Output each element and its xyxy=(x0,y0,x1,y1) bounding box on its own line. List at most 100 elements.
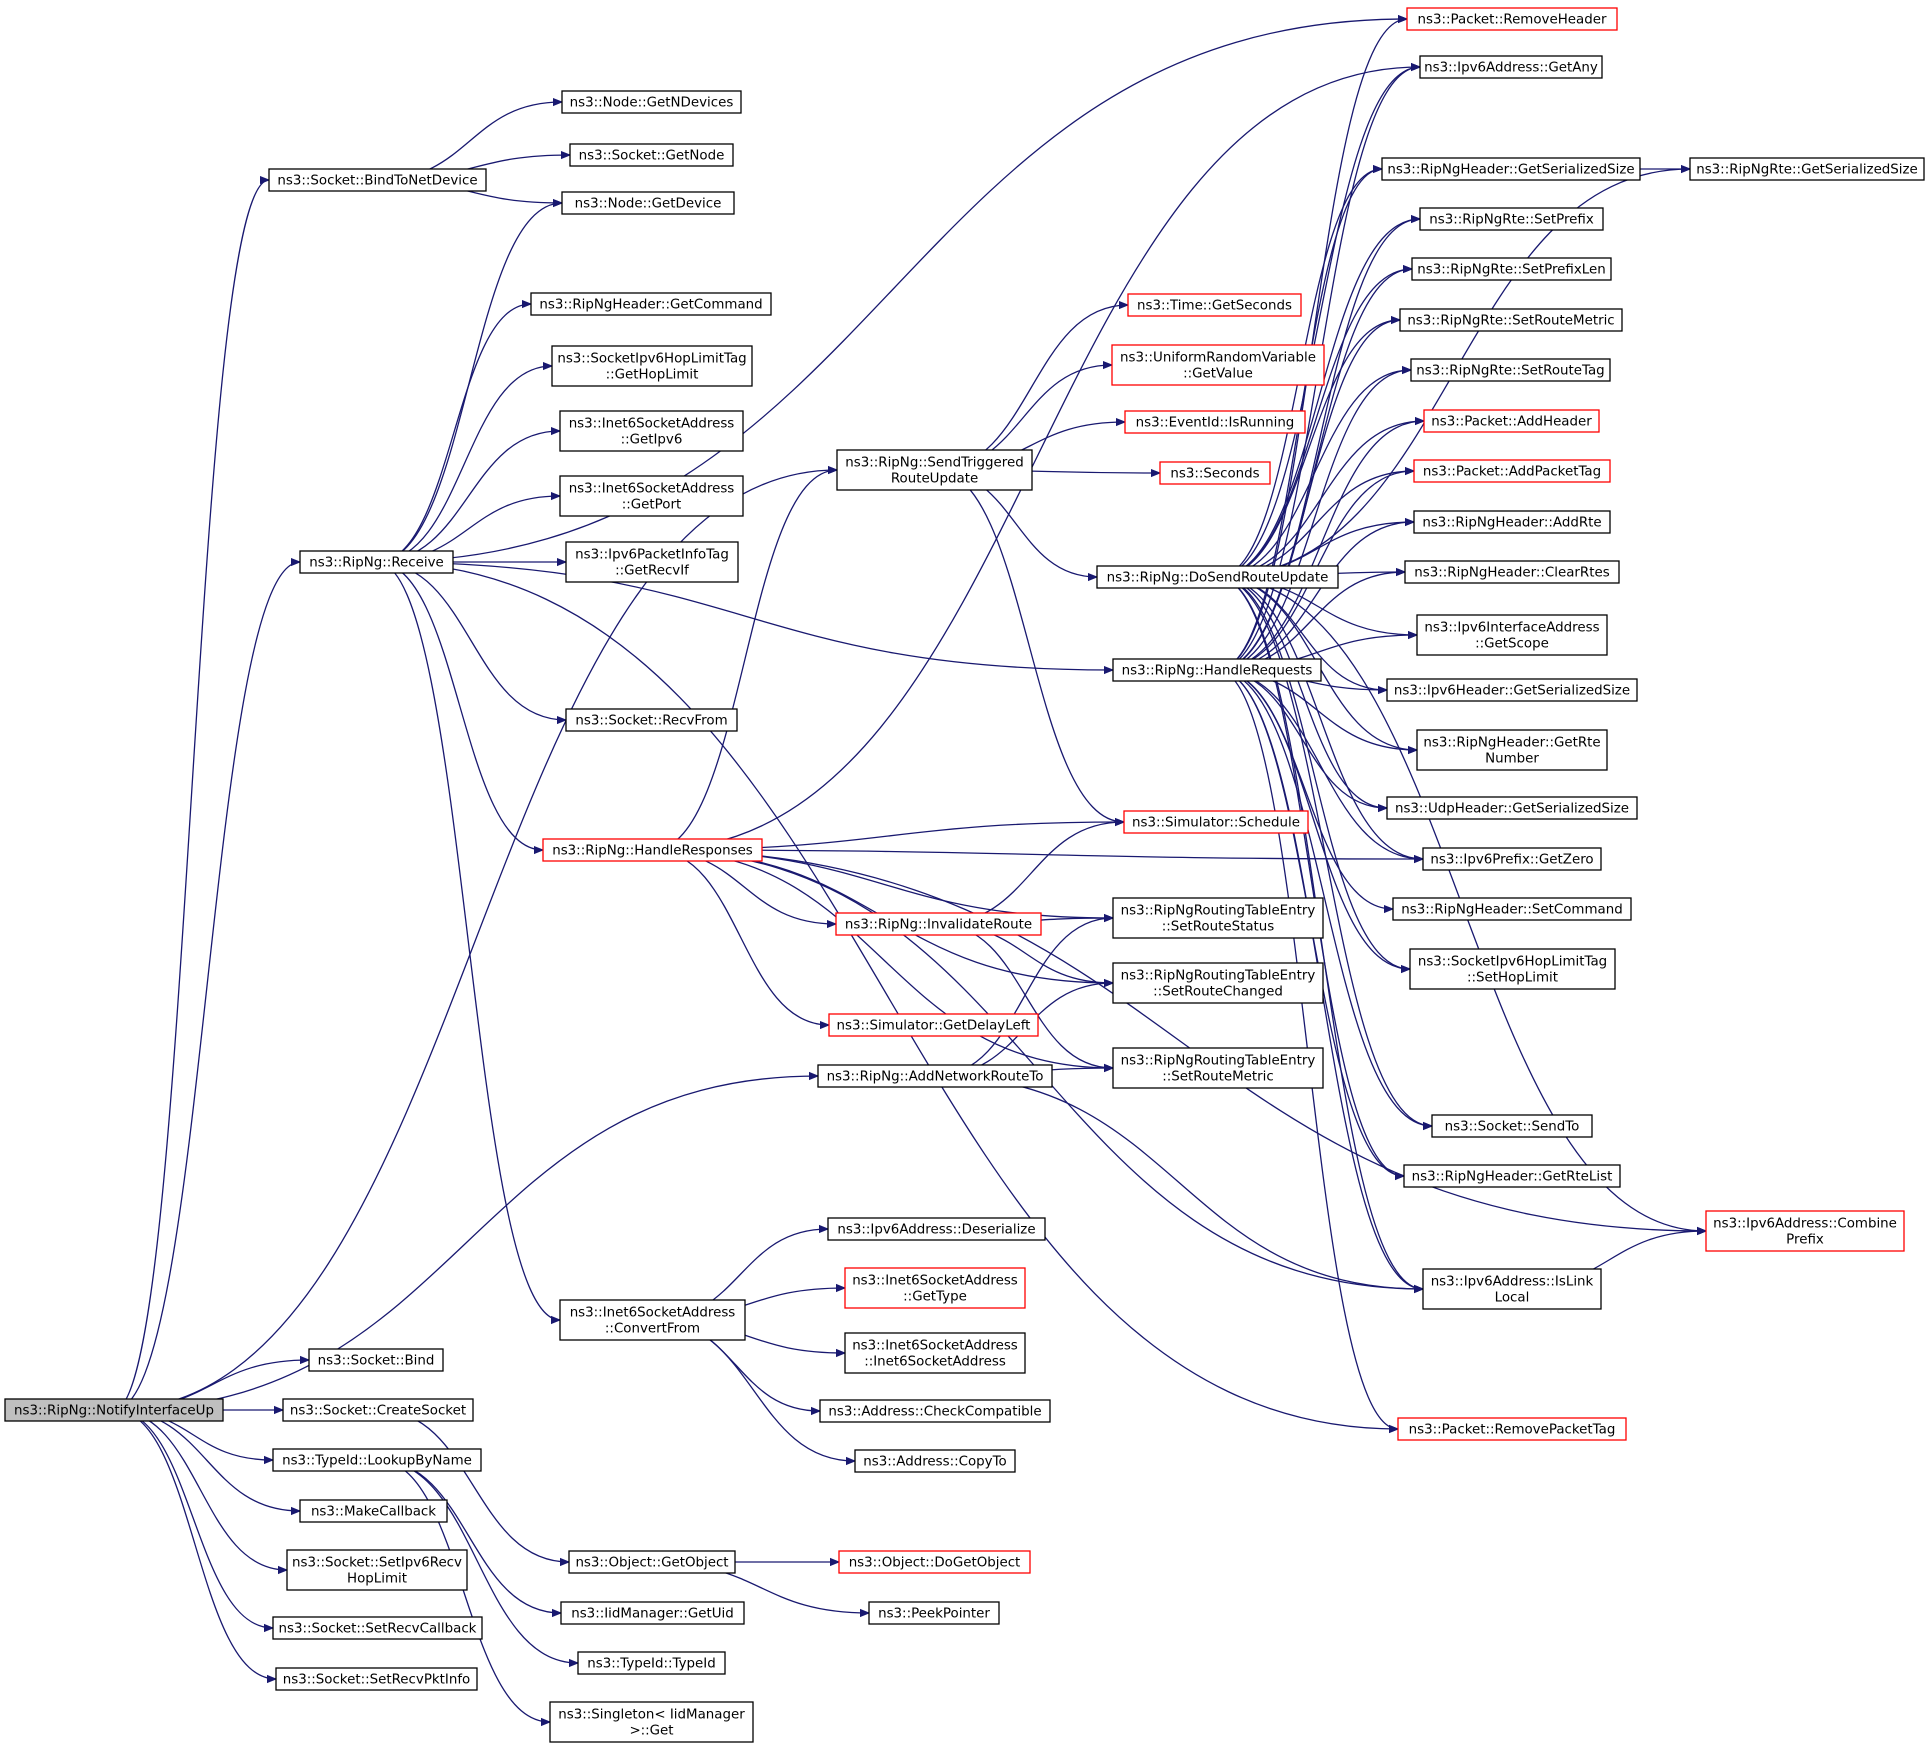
graph-node-n38[interactable]: ns3::Address::CheckCompatible xyxy=(819,1399,1051,1423)
node-label: ns3::Ipv6InterfaceAddress xyxy=(1424,621,1599,636)
graph-node-n12[interactable]: ns3::RipNg::HandleResponses xyxy=(542,838,763,862)
node-label: ::GetValue xyxy=(1183,367,1253,382)
graph-node-n66[interactable]: ns3::RipNgHeader::GetRteList xyxy=(1403,1164,1621,1188)
node-box xyxy=(828,1013,1039,1037)
edge-n27-n64 xyxy=(1216,669,1410,969)
graph-node-n62[interactable]: ns3::Ipv6Prefix::GetZero xyxy=(1422,847,1602,871)
node-label: ns3::Ipv6Address::Combine xyxy=(1713,1217,1897,1232)
graph-node-n10[interactable]: ns3::Ipv6PacketInfoTag::GetRecvIf xyxy=(565,541,739,583)
graph-node-n40[interactable]: ns3::Object::GetObject xyxy=(568,1550,736,1574)
graph-node-n48[interactable]: ns3::RipNgHeader::GetSerializedSize xyxy=(1381,157,1641,181)
graph-node-n7[interactable]: ns3::SocketIpv6HopLimitTag::GetHopLimit xyxy=(551,345,753,387)
graph-node-n42[interactable]: ns3::PeekPointer xyxy=(868,1601,1000,1625)
graph-node-n22[interactable]: ns3::Time::GetSeconds xyxy=(1127,293,1302,317)
graph-node-n43[interactable]: ns3::IidManager::GetUid xyxy=(560,1601,745,1625)
graph-node-n6[interactable]: ns3::RipNgHeader::GetCommand xyxy=(530,292,772,316)
graph-node-n45[interactable]: ns3::Singleton< IidManager>::Get xyxy=(549,1701,754,1743)
graph-node-n53[interactable]: ns3::RipNgRte::SetRouteTag xyxy=(1410,358,1611,382)
graph-node-n55[interactable]: ns3::Packet::AddPacketTag xyxy=(1413,459,1611,483)
graph-node-n44[interactable]: ns3::TypeId::TypeId xyxy=(577,1651,726,1675)
graph-node-n13[interactable]: ns3::Inet6SocketAddress::ConvertFrom xyxy=(559,1299,746,1341)
graph-node-n33[interactable]: ns3::RipNg::AddNetworkRouteTo xyxy=(817,1064,1053,1088)
graph-node-n29[interactable]: ns3::RipNg::InvalidateRoute xyxy=(835,912,1042,936)
graph-node-n63[interactable]: ns3::RipNgHeader::SetCommand xyxy=(1392,897,1632,921)
node-box xyxy=(559,1299,746,1341)
graph-node-n61[interactable]: ns3::UdpHeader::GetSerializedSize xyxy=(1386,796,1638,820)
graph-node-n54[interactable]: ns3::Packet::AddHeader xyxy=(1423,409,1600,433)
graph-node-n31[interactable]: ns3::RipNgRoutingTableEntry::SetRouteCha… xyxy=(1112,962,1324,1004)
graph-node-n8[interactable]: ns3::Inet6SocketAddress::GetIpv6 xyxy=(559,410,744,452)
node-label: ns3::RipNg::NotifyInterfaceUp xyxy=(14,1404,214,1419)
node-label: ns3::RipNgHeader::GetRteList xyxy=(1412,1170,1613,1185)
node-label: ns3::RipNgRte::SetPrefixLen xyxy=(1417,263,1605,278)
graph-node-n37[interactable]: ns3::Inet6SocketAddress::Inet6SocketAddr… xyxy=(844,1332,1026,1374)
graph-node-n4[interactable]: ns3::Node::GetDevice xyxy=(561,191,735,215)
graph-node-n69[interactable]: ns3::Packet::RemovePacketTag xyxy=(1397,1417,1627,1441)
node-label: ns3::Node::GetDevice xyxy=(575,197,722,212)
node-box xyxy=(565,708,738,732)
graph-node-n28[interactable]: ns3::Simulator::Schedule xyxy=(1123,810,1309,834)
graph-node-n27[interactable]: ns3::RipNg::HandleRequests xyxy=(1112,658,1322,682)
graph-node-n47[interactable]: ns3::Ipv6Address::GetAny xyxy=(1419,55,1603,79)
graph-node-n65[interactable]: ns3::Socket::SendTo xyxy=(1431,1114,1593,1138)
edge-n27-n54 xyxy=(1216,421,1424,671)
node-label: ns3::Object::DoGetObject xyxy=(849,1556,1021,1571)
graph-node-n25[interactable]: ns3::Seconds xyxy=(1159,461,1271,485)
node-label: Prefix xyxy=(1786,1233,1824,1248)
graph-node-n41[interactable]: ns3::Object::DoGetObject xyxy=(838,1550,1031,1574)
graph-node-n49[interactable]: ns3::RipNgRte::GetSerializedSize xyxy=(1689,157,1925,181)
graph-node-n64[interactable]: ns3::SocketIpv6HopLimitTag::SetHopLimit xyxy=(1409,948,1616,990)
graph-node-n50[interactable]: ns3::RipNgRte::SetPrefix xyxy=(1419,207,1604,231)
graph-node-n34[interactable]: ns3::RipNgRoutingTableEntry::SetRouteMet… xyxy=(1112,1047,1324,1089)
graph-node-n30[interactable]: ns3::RipNgRoutingTableEntry::SetRouteSta… xyxy=(1112,897,1324,939)
graph-node-n46[interactable]: ns3::Packet::RemoveHeader xyxy=(1406,7,1618,31)
graph-node-n59[interactable]: ns3::Ipv6Header::GetSerializedSize xyxy=(1386,678,1638,702)
edge-n12-n47 xyxy=(652,67,1421,851)
graph-node-n57[interactable]: ns3::RipNgHeader::ClearRtes xyxy=(1404,560,1620,584)
edge-n16-n45 xyxy=(376,1459,550,1722)
graph-node-n19[interactable]: ns3::Socket::SetRecvCallback xyxy=(272,1616,483,1640)
graph-node-n32[interactable]: ns3::Simulator::GetDelayLeft xyxy=(828,1013,1039,1037)
graph-node-n5[interactable]: ns3::RipNg::Receive xyxy=(299,550,454,574)
node-label: ns3::RipNgHeader::ClearRtes xyxy=(1414,566,1609,581)
node-label: ::ConvertFrom xyxy=(605,1322,700,1337)
graph-node-n51[interactable]: ns3::RipNgRte::SetPrefixLen xyxy=(1411,257,1612,281)
graph-node-n0[interactable]: ns3::RipNg::NotifyInterfaceUp xyxy=(4,1398,224,1422)
edge-n27-n52 xyxy=(1216,320,1400,671)
node-box xyxy=(542,838,763,862)
edge-n12-n21 xyxy=(652,470,838,851)
graph-node-n16[interactable]: ns3::TypeId::LookupByName xyxy=(272,1448,482,1472)
graph-node-n35[interactable]: ns3::Ipv6Address::Deserialize xyxy=(827,1217,1046,1241)
graph-node-n9[interactable]: ns3::Inet6SocketAddress::GetPort xyxy=(559,475,744,517)
graph-node-n36[interactable]: ns3::Inet6SocketAddress::GetType xyxy=(844,1267,1026,1309)
graph-node-n24[interactable]: ns3::EventId::IsRunning xyxy=(1124,410,1306,434)
graph-node-n17[interactable]: ns3::MakeCallback xyxy=(299,1499,448,1523)
node-label: ns3::Socket::RecvFrom xyxy=(575,714,727,729)
graph-node-n58[interactable]: ns3::Ipv6InterfaceAddress::GetScope xyxy=(1416,614,1608,656)
edge-n27-n56 xyxy=(1216,522,1414,671)
node-box xyxy=(272,1448,482,1472)
node-box xyxy=(565,541,739,583)
edge-n26-n47 xyxy=(1217,67,1421,578)
graph-node-n15[interactable]: ns3::Socket::CreateSocket xyxy=(282,1398,474,1422)
node-label: ns3::Time::GetSeconds xyxy=(1137,299,1292,314)
graph-node-n52[interactable]: ns3::RipNgRte::SetRouteMetric xyxy=(1399,308,1623,332)
graph-node-n2[interactable]: ns3::Node::GetNDevices xyxy=(561,90,742,114)
graph-node-n23[interactable]: ns3::UniformRandomVariable::GetValue xyxy=(1111,344,1325,386)
graph-node-n56[interactable]: ns3::RipNgHeader::AddRte xyxy=(1413,510,1611,534)
node-label: ns3::Inet6SocketAddress xyxy=(569,417,735,432)
node-label: ns3::Inet6SocketAddress xyxy=(569,482,735,497)
graph-node-n39[interactable]: ns3::Address::CopyTo xyxy=(854,1449,1016,1473)
node-box xyxy=(568,1550,736,1574)
graph-node-n14[interactable]: ns3::Socket::Bind xyxy=(308,1348,444,1372)
graph-node-n26[interactable]: ns3::RipNg::DoSendRouteUpdate xyxy=(1096,565,1339,589)
graph-node-n1[interactable]: ns3::Socket::BindToNetDevice xyxy=(268,168,487,192)
graph-node-n3[interactable]: ns3::Socket::GetNode xyxy=(569,143,734,167)
graph-node-n20[interactable]: ns3::Socket::SetRecvPktInfo xyxy=(275,1667,478,1691)
graph-node-n11[interactable]: ns3::Socket::RecvFrom xyxy=(565,708,738,732)
